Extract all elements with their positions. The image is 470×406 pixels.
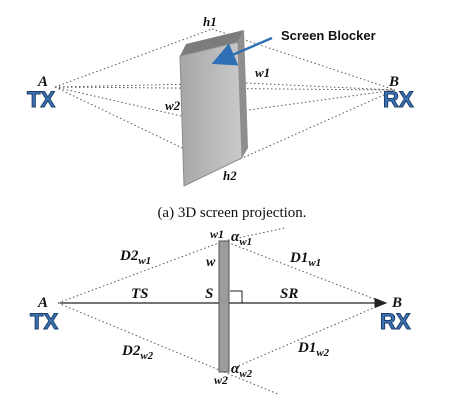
label-d2-w2: D2w2 [121, 343, 154, 362]
label-w2-bottom: w2 [214, 373, 228, 387]
label-ts: TS [131, 286, 149, 302]
screen-blocker-label: Screen Blocker [281, 28, 376, 43]
callout-arrow [211, 36, 273, 66]
label-w2-top: w2 [165, 98, 181, 113]
label-w1-top: w1 [255, 65, 270, 80]
label-w: w [206, 255, 216, 270]
label-d1-w1: D1w1 [289, 250, 321, 269]
rx-node-top: RX [383, 87, 414, 112]
tx-node-bottom: TX [30, 309, 58, 334]
screen-blocker-2d [218, 240, 230, 373]
label-d2-w1: D2w1 [119, 248, 151, 267]
rx-node-bottom: RX [380, 309, 411, 334]
panel-3d-projection: Screen Blocker h1 h2 w1 w2 A B TX RX (a)… [27, 14, 415, 221]
label-a-top: A [37, 74, 48, 90]
label-b-top: B [388, 74, 399, 90]
label-h1: h1 [203, 14, 217, 29]
label-a-bottom: A [37, 295, 48, 311]
tx-node-top: TX [27, 87, 55, 112]
label-w1-bottom: w1 [210, 227, 224, 241]
right-angle-marker [230, 290, 243, 303]
label-alpha-w2: αw2 [231, 361, 253, 380]
label-s: S [205, 286, 213, 302]
panel-2d-projection: A B TX RX TS SR S w w1 w2 D2w1 D2w2 D1w1… [30, 227, 411, 395]
caption-a: (a) 3D screen projection. [157, 205, 306, 221]
screen-blocker-3d [179, 30, 248, 187]
label-h2: h2 [223, 168, 237, 183]
label-b-bottom: B [391, 295, 402, 311]
label-sr: SR [280, 286, 298, 302]
label-alpha-w1: αw1 [231, 229, 252, 248]
label-d1-w2: D1w2 [297, 340, 330, 359]
dotted-rays-bottom [57, 227, 386, 395]
